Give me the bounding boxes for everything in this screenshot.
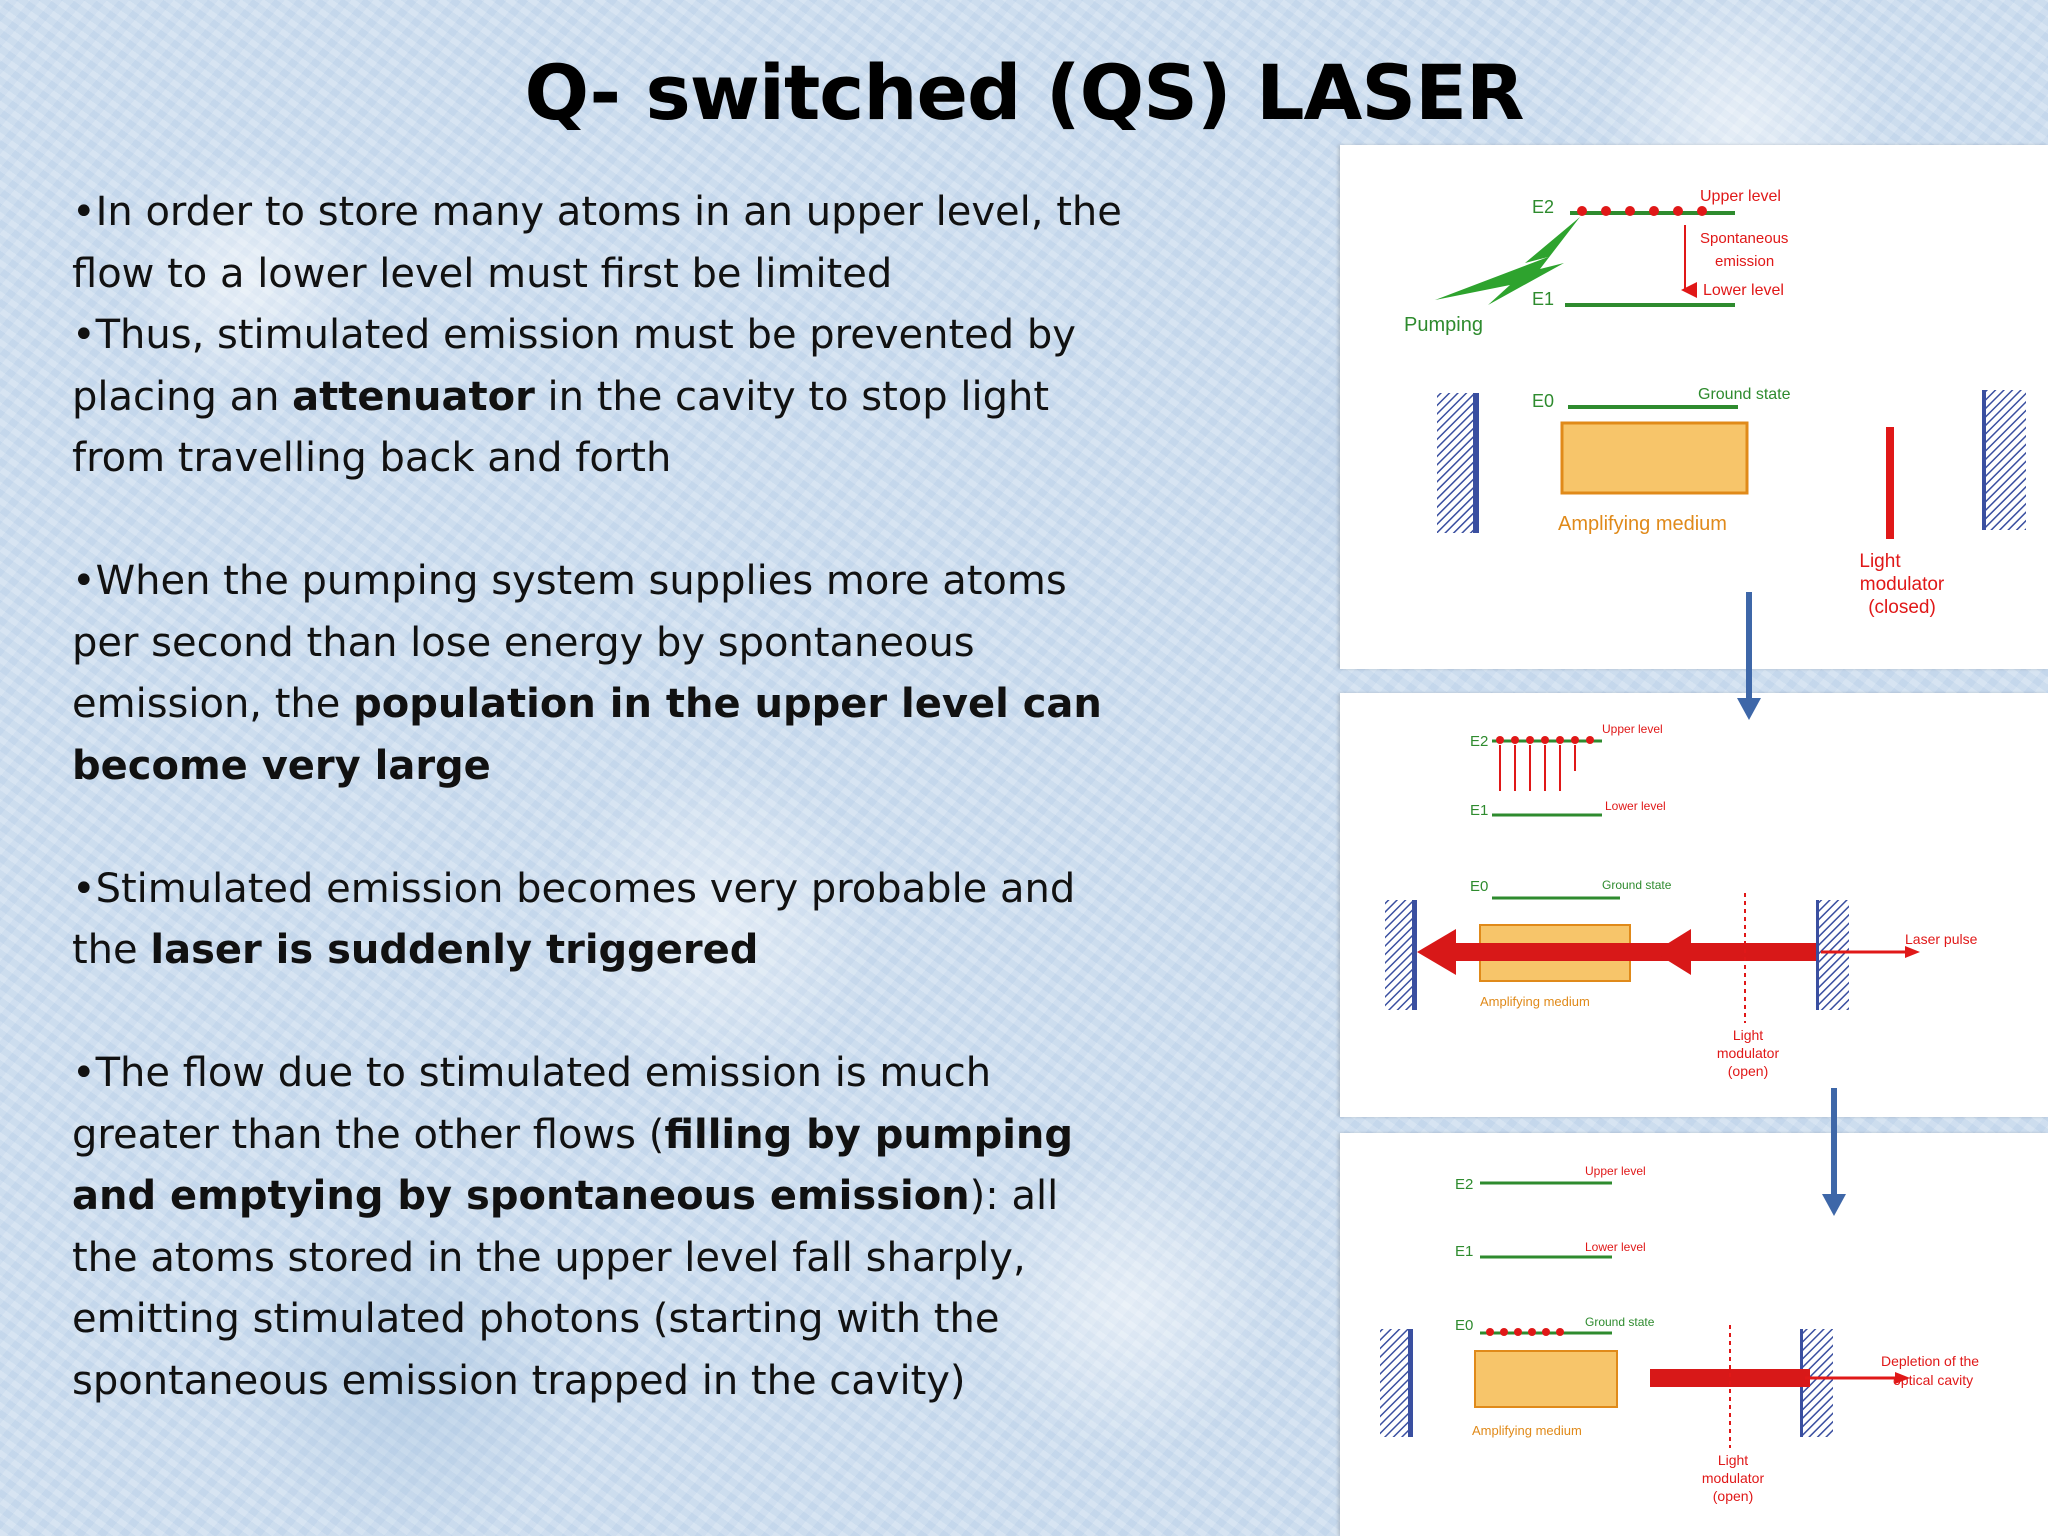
- down-arrow-icon: [1737, 592, 1761, 720]
- down-arrow-icon: [1822, 1088, 1846, 1216]
- diagram-depletion-svg: E2 Upper level E1 Lower level E0 Ground …: [1380, 1164, 1979, 1504]
- bullet-4-text: •Stimulated emission becomes very probab…: [72, 865, 1076, 974]
- bullet-5: •The flow due to stimulated emission is …: [72, 1043, 1132, 1412]
- bullet-5-bold: filling by pumping and emptying by spont…: [72, 1111, 1074, 1220]
- bullet-2-text: •Thus, stimulated emission must be preve…: [72, 312, 1076, 420]
- bullet-3-text: •When the pumping system supplies more a…: [72, 558, 1067, 727]
- right-mirror-face: [1816, 900, 1821, 1010]
- e0-label: E0: [1532, 391, 1554, 411]
- diagram-pulse-svg: E2 Upper level E1 Lower level E0 Ground …: [1385, 722, 1978, 1079]
- depletion-label-2: optical cavity: [1893, 1372, 1973, 1388]
- bullet-2-text-end: in the cavity to stop light from travell…: [72, 373, 1050, 482]
- bullet-3: •When the pumping system supplies more a…: [72, 551, 1132, 797]
- e1-label: E1: [1532, 289, 1554, 309]
- left-mirror-face: [1473, 393, 1479, 533]
- left-mirror-face: [1408, 1329, 1413, 1437]
- bullet-2-bold: attenuator: [292, 373, 535, 420]
- modulator-label-1: Light: [1733, 1027, 1763, 1043]
- modulator-label-1: Light: [1859, 551, 1901, 572]
- modulator-label-3: (closed): [1868, 597, 1936, 618]
- modulator-label-3: (open): [1713, 1488, 1753, 1504]
- beam-left-arrowhead: [1417, 929, 1456, 975]
- decay-arrows: [1499, 745, 1576, 791]
- bullet-4: •Stimulated emission becomes very probab…: [72, 859, 1132, 982]
- left-mirror: [1385, 900, 1415, 1010]
- spontaneous-label-1: Spontaneous: [1700, 230, 1788, 247]
- amplifying-medium-box: [1474, 1350, 1618, 1408]
- e1-label: E1: [1470, 802, 1488, 819]
- bullet-5-text-end: ): all the atoms stored in the upper lev…: [72, 1173, 1059, 1404]
- diagram-laser-pulse: E2 Upper level E1 Lower level E0 Ground …: [1340, 693, 2048, 1117]
- left-mirror: [1380, 1329, 1410, 1437]
- laser-pulse-label: Laser pulse: [1905, 931, 1978, 947]
- modulator-label-2: modulator: [1860, 574, 1945, 595]
- depletion-label-1: Depletion of the: [1881, 1353, 1979, 1369]
- modulator-label-2: modulator: [1702, 1470, 1765, 1486]
- upper-level-label: Upper level: [1585, 1164, 1646, 1178]
- left-mirror: [1437, 393, 1475, 533]
- diagram-depletion: E2 Upper level E1 Lower level E0 Ground …: [1340, 1133, 2048, 1536]
- e1-label: E1: [1455, 1243, 1473, 1260]
- pumping-bolt-icon: [1435, 217, 1580, 305]
- bullet-5-text: •The flow due to stimulated emission is …: [72, 1050, 992, 1158]
- right-mirror-face: [1982, 390, 1988, 530]
- beam-mid-arrowhead: [1654, 929, 1691, 975]
- ground-state-atoms: [1486, 1328, 1564, 1336]
- bullet-1: •In order to store many atoms in an uppe…: [72, 182, 1132, 490]
- modulator-label-1: Light: [1718, 1452, 1748, 1468]
- upper-level-label: Upper level: [1602, 722, 1663, 736]
- ground-state-label: Ground state: [1585, 1315, 1655, 1329]
- diagram-closed-svg: E2 Upper level Spontaneous emission E1 L…: [1404, 188, 2026, 618]
- e0-label: E0: [1455, 1317, 1473, 1334]
- lower-level-label: Lower level: [1605, 799, 1666, 813]
- laser-pulse-arrowhead: [1905, 946, 1920, 958]
- depletion-beam: [1650, 1369, 1810, 1387]
- ground-state-label: Ground state: [1698, 386, 1791, 403]
- e2-label: E2: [1532, 197, 1554, 217]
- spontaneous-label-2: emission: [1715, 253, 1774, 270]
- bullet-list: •In order to store many atoms in an uppe…: [72, 182, 1132, 1412]
- bullet-4-bold: laser is suddenly triggered: [150, 927, 759, 973]
- right-mirror: [1819, 900, 1849, 1010]
- upper-level-label: Upper level: [1700, 188, 1781, 205]
- depletion-arrowhead: [1895, 1372, 1910, 1384]
- amplifying-medium-label: Amplifying medium: [1558, 513, 1727, 535]
- left-mirror-face: [1412, 900, 1417, 1010]
- diagram-closed-modulator: E2 Upper level Spontaneous emission E1 L…: [1340, 145, 2048, 669]
- bullet-1-text: •In order to store many atoms in an uppe…: [72, 189, 1122, 297]
- lower-level-label: Lower level: [1585, 1240, 1646, 1254]
- e2-label: E2: [1455, 1176, 1473, 1193]
- amplifying-medium-label: Amplifying medium: [1472, 1423, 1582, 1438]
- intracavity-beam: [1440, 943, 1816, 961]
- bullet-3-bold: population in the upper level can become…: [72, 681, 1102, 789]
- pumping-label: Pumping: [1404, 314, 1483, 336]
- lower-level-label: Lower level: [1703, 282, 1784, 299]
- slide-title: Q- switched (QS) LASER: [524, 48, 1524, 137]
- upper-level-atoms: [1577, 206, 1707, 216]
- right-mirror: [1986, 390, 2026, 530]
- modulator-label-3: (open): [1728, 1063, 1768, 1079]
- upper-level-atoms: [1496, 736, 1594, 744]
- e2-label: E2: [1470, 733, 1488, 750]
- e0-label: E0: [1470, 878, 1488, 895]
- ground-state-label: Ground state: [1602, 878, 1672, 892]
- modulator-label-2: modulator: [1717, 1045, 1780, 1061]
- amplifying-medium-box: [1560, 421, 1749, 495]
- amplifying-medium-label: Amplifying medium: [1480, 994, 1590, 1009]
- closed-modulator-bar: [1886, 427, 1894, 539]
